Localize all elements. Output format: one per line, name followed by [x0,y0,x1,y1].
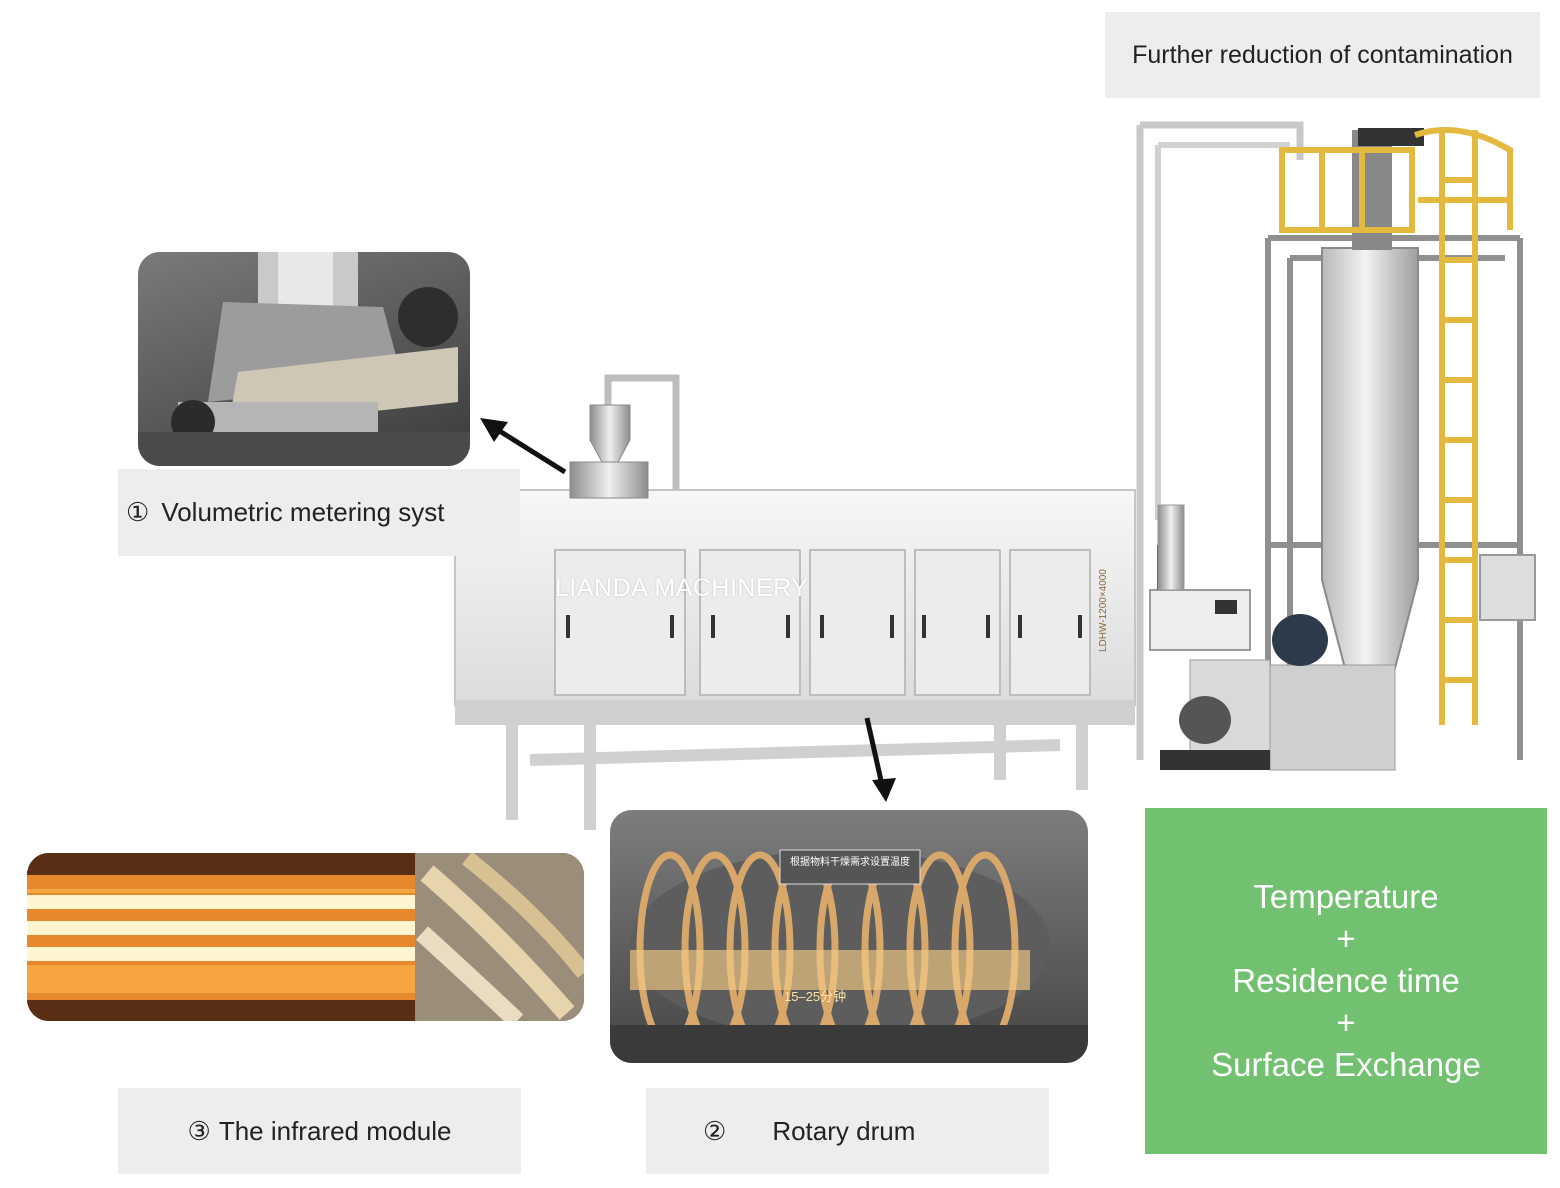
machine-model: LDHW-1200×4000 [1098,569,1109,652]
contamination-label-text: Further reduction of contamination [1132,40,1513,69]
infrared-label-num: ③ [187,1115,211,1146]
dryer-stand [506,705,1088,830]
control-cabinet [1149,589,1251,651]
contamination-label: Further reduction of contamination [1105,12,1540,98]
metering-label: ① Volumetric metering syst [118,469,520,556]
factor-residence-time: Residence time [1232,962,1460,1000]
motor [1272,614,1328,666]
plus-sign-2: + [1336,1003,1356,1041]
feed-hopper [589,404,631,463]
pipe-lower [1155,142,1290,520]
feed-pipe [604,374,680,490]
plus-sign-1: + [1336,920,1356,958]
factor-surface-exchange: Surface Exchange [1211,1045,1481,1083]
silo [1321,247,1419,681]
arrow-to-metering [480,418,567,475]
filter-column [1157,504,1185,591]
infrared-label: ③ The infrared module [118,1088,521,1174]
arrow-to-drum [864,717,896,802]
drum-label-text: Rotary drum [772,1115,916,1146]
ladder [1279,127,1513,725]
infrared-label-text: The infrared module [218,1115,452,1146]
process-factors-box: Temperature + Residence time + Surface E… [1145,808,1547,1154]
rotary-drum-photo [610,810,1088,1063]
drum-overlay-caption: 根据物料干燥需求设置温度 [790,857,910,868]
factor-temperature: Temperature [1253,878,1439,916]
drum-label: ② Rotary drum [646,1088,1049,1174]
metering-label-text: Volumetric metering syst [161,497,445,527]
machine-brand: LIANDA MACHINERY [555,574,809,602]
metering-photo [138,252,470,466]
dryer-handles [566,615,1082,638]
drum-label-num: ② [703,1115,727,1146]
drum-overlay-time: 15–25分钟 [784,989,847,1004]
infrared-photo [27,853,584,1021]
dryer-panels [554,549,1091,696]
metering-label-num: ① [126,497,150,527]
